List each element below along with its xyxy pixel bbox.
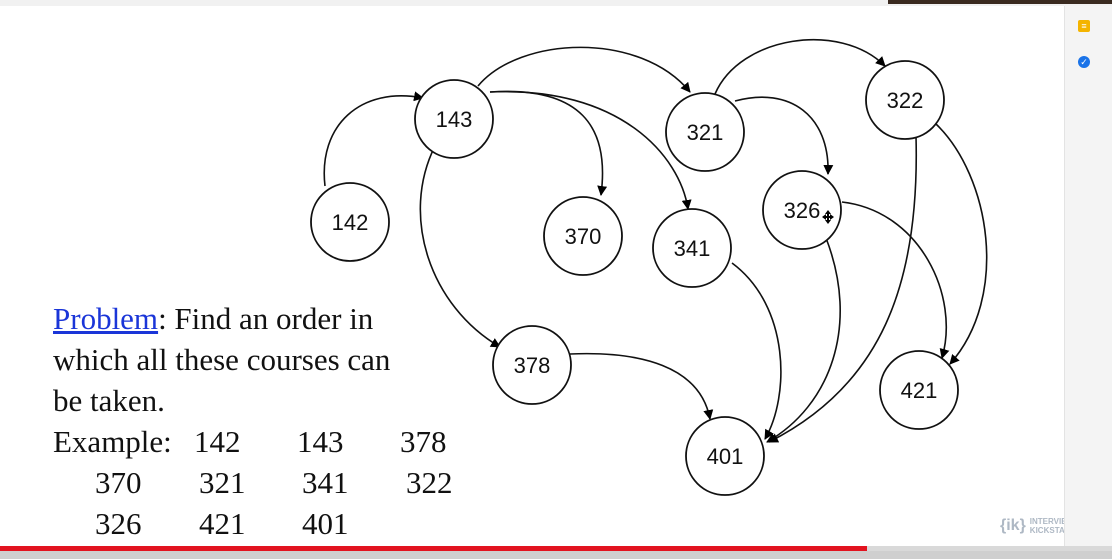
example-value: 322 [406,465,453,500]
course-graph: 142 143 321 322 370 341 326 378 421 401 [310,38,988,496]
course-node-label: 326 [784,198,821,223]
course-node-circle [652,208,732,288]
example-value: 401 [302,506,349,541]
course-node-142: 142 [310,182,390,262]
video-thumbnail-strip [888,0,1112,4]
course-node-circle [492,325,572,405]
course-node-label: 370 [565,224,602,249]
example-value: 142 [194,424,241,459]
edge-322-421 [935,123,988,365]
example-row-2: 370 321 341 322 [53,462,473,503]
edge-321-326 [734,96,834,175]
notes-icon[interactable]: ≡ [1078,20,1090,32]
course-node-378: 378 [492,325,572,405]
course-node-label: 321 [687,120,724,145]
example-label: Example: [53,424,172,459]
course-node-370: 370 [543,196,623,276]
player-bottom-bar [0,551,1112,559]
example-value: 421 [199,506,246,541]
course-node-circle [310,182,390,262]
edge-143-341 [489,90,692,210]
right-panel [1064,6,1112,546]
course-node-label: 143 [436,107,473,132]
course-node-143: 143 [414,79,494,159]
example-value: 378 [400,424,447,459]
logo-text: INTERVIEW KICKSTART [1030,517,1076,535]
problem-line-3: be taken. [53,383,165,418]
course-node-circle [865,60,945,140]
course-node-circle [762,170,842,250]
video-progress-fill[interactable] [0,546,868,551]
edge-143-378 [419,145,501,348]
edge-326-421 [841,201,950,359]
course-node-label: 378 [514,353,551,378]
edge-142-143 [323,91,424,187]
edge-143-370 [489,90,608,196]
course-node-322: 322 [865,60,945,140]
example-row-3: 326 421 401 [53,503,473,544]
logo-mark: {ik} [1000,517,1026,534]
slide: 142 143 321 322 370 341 326 378 421 401 Problem: … [0,6,1075,546]
problem-line-1: Problem: Find an order in [53,298,473,339]
course-node-circle [414,79,494,159]
course-node-label: 322 [887,88,924,113]
course-node-341: 341 [652,208,732,288]
course-node-label: 421 [901,378,938,403]
course-node-circle [685,416,765,496]
course-node-circle [879,350,959,430]
top-strip [0,0,1112,6]
example-value: 143 [297,424,344,459]
course-node-421: 421 [879,350,959,430]
example-value: 326 [95,506,142,541]
problem-link[interactable]: Problem [53,301,159,336]
tasks-check-icon[interactable]: ✓ [1078,56,1090,68]
course-node-circle [665,92,745,172]
edge-378-401 [569,352,714,420]
interview-kickstart-logo: {ik} INTERVIEW KICKSTART [1000,517,1075,535]
move-cursor-icon [822,210,834,224]
course-node-321: 321 [665,92,745,172]
edge-321-322 [714,38,886,95]
edge-322-401 [768,135,918,443]
course-node-label: 142 [332,210,369,235]
edge-341-401 [731,262,782,440]
course-node-401: 401 [685,416,765,496]
problem-line-1-rest: : Find an order in [158,301,374,336]
example-value: 321 [199,465,246,500]
course-node-326: 326 [762,170,842,250]
example-value: 370 [95,465,142,500]
problem-line-2: which all these courses can [53,342,391,377]
edge-326-401 [766,237,841,443]
problem-text: Problem: Find an order in which all thes… [53,298,473,544]
example-value: 341 [302,465,349,500]
course-node-label: 341 [674,236,711,261]
course-node-label: 401 [707,444,744,469]
edge-143-321 [477,46,691,93]
course-node-circle [543,196,623,276]
logo-line-1: INTERVIEW [1029,517,1075,526]
logo-line-2: KICKSTART [1029,526,1076,535]
example-row-1: Example: 142 143 378 [53,421,473,462]
